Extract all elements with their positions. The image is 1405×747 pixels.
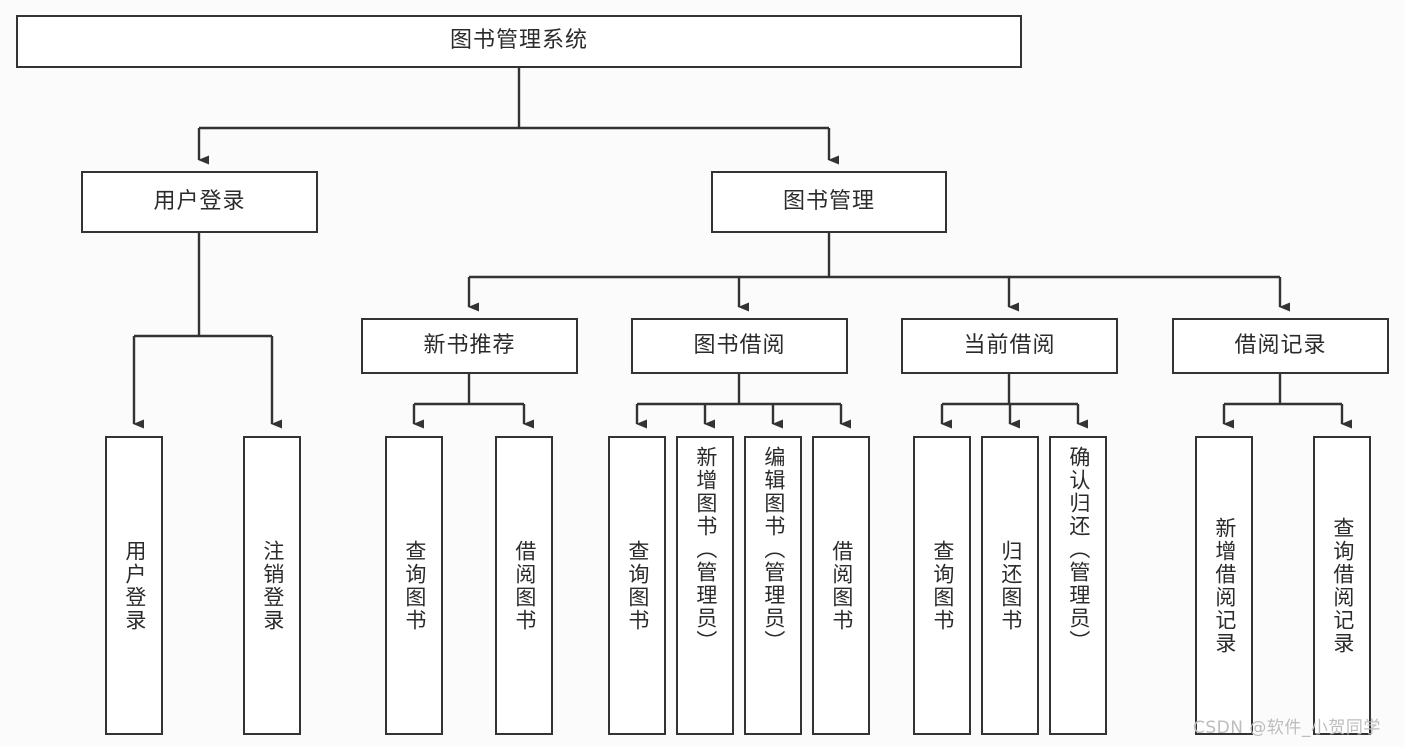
watermark: CSDN @软件_小贺同学	[1193, 718, 1381, 738]
leaf-borrow-record-add[interactable]: 新增借阅记录	[1195, 436, 1253, 735]
node-root-book-management-system[interactable]: 图书管理系统	[16, 15, 1022, 68]
node-current-borrow[interactable]: 当前借阅	[901, 318, 1118, 374]
node-label: 借阅记录	[1234, 332, 1327, 358]
node-label: 图书借阅	[693, 332, 786, 358]
leaf-book-borrow-query[interactable]: 查询图书	[608, 436, 666, 735]
leaf-label: 查询借阅记录	[1330, 516, 1355, 655]
leaf-book-borrow-borrow[interactable]: 借阅图书	[812, 436, 870, 735]
leaf-label: 用户登录	[122, 539, 147, 632]
leaf-new-book-query[interactable]: 查询图书	[385, 436, 443, 735]
node-label: 用户登录	[153, 188, 246, 214]
node-label: 当前借阅	[963, 332, 1056, 358]
leaf-new-book-borrow[interactable]: 借阅图书	[495, 436, 553, 735]
node-user-login[interactable]: 用户登录	[81, 171, 318, 233]
node-book-management[interactable]: 图书管理	[711, 171, 947, 233]
leaf-label: 查询图书	[402, 539, 427, 632]
leaf-label: 查询图书	[930, 539, 955, 632]
leaf-book-borrow-edit-admin[interactable]: 编辑图书（管理员）	[744, 436, 802, 735]
leaf-label: 归还图书	[998, 539, 1023, 632]
leaf-label: 新增借阅记录	[1212, 516, 1237, 655]
node-label: 新书推荐	[423, 332, 516, 358]
leaf-label: 新增图书（管理员）	[693, 446, 718, 653]
node-label: 图书管理	[782, 188, 875, 214]
node-label: 图书管理系统	[449, 28, 588, 54]
leaf-label: 查询图书	[625, 539, 650, 632]
node-new-book-recommend[interactable]: 新书推荐	[361, 318, 578, 374]
leaf-label: 借阅图书	[829, 539, 854, 632]
leaf-borrow-record-query[interactable]: 查询借阅记录	[1313, 436, 1371, 735]
leaf-user-login-logout[interactable]: 注销登录	[243, 436, 301, 735]
leaf-label: 借阅图书	[512, 539, 537, 632]
leaf-label: 确认归还（管理员）	[1066, 446, 1091, 653]
leaf-current-borrow-confirm-admin[interactable]: 确认归还（管理员）	[1049, 436, 1107, 735]
leaf-book-borrow-add-admin[interactable]: 新增图书（管理员）	[676, 436, 734, 735]
leaf-user-login-login[interactable]: 用户登录	[105, 436, 163, 735]
leaf-label: 编辑图书（管理员）	[761, 446, 786, 653]
leaf-label: 注销登录	[260, 539, 285, 632]
leaf-current-borrow-query[interactable]: 查询图书	[913, 436, 971, 735]
node-book-borrow[interactable]: 图书借阅	[631, 318, 848, 374]
leaf-current-borrow-return[interactable]: 归还图书	[981, 436, 1039, 735]
node-borrow-record[interactable]: 借阅记录	[1172, 318, 1389, 374]
